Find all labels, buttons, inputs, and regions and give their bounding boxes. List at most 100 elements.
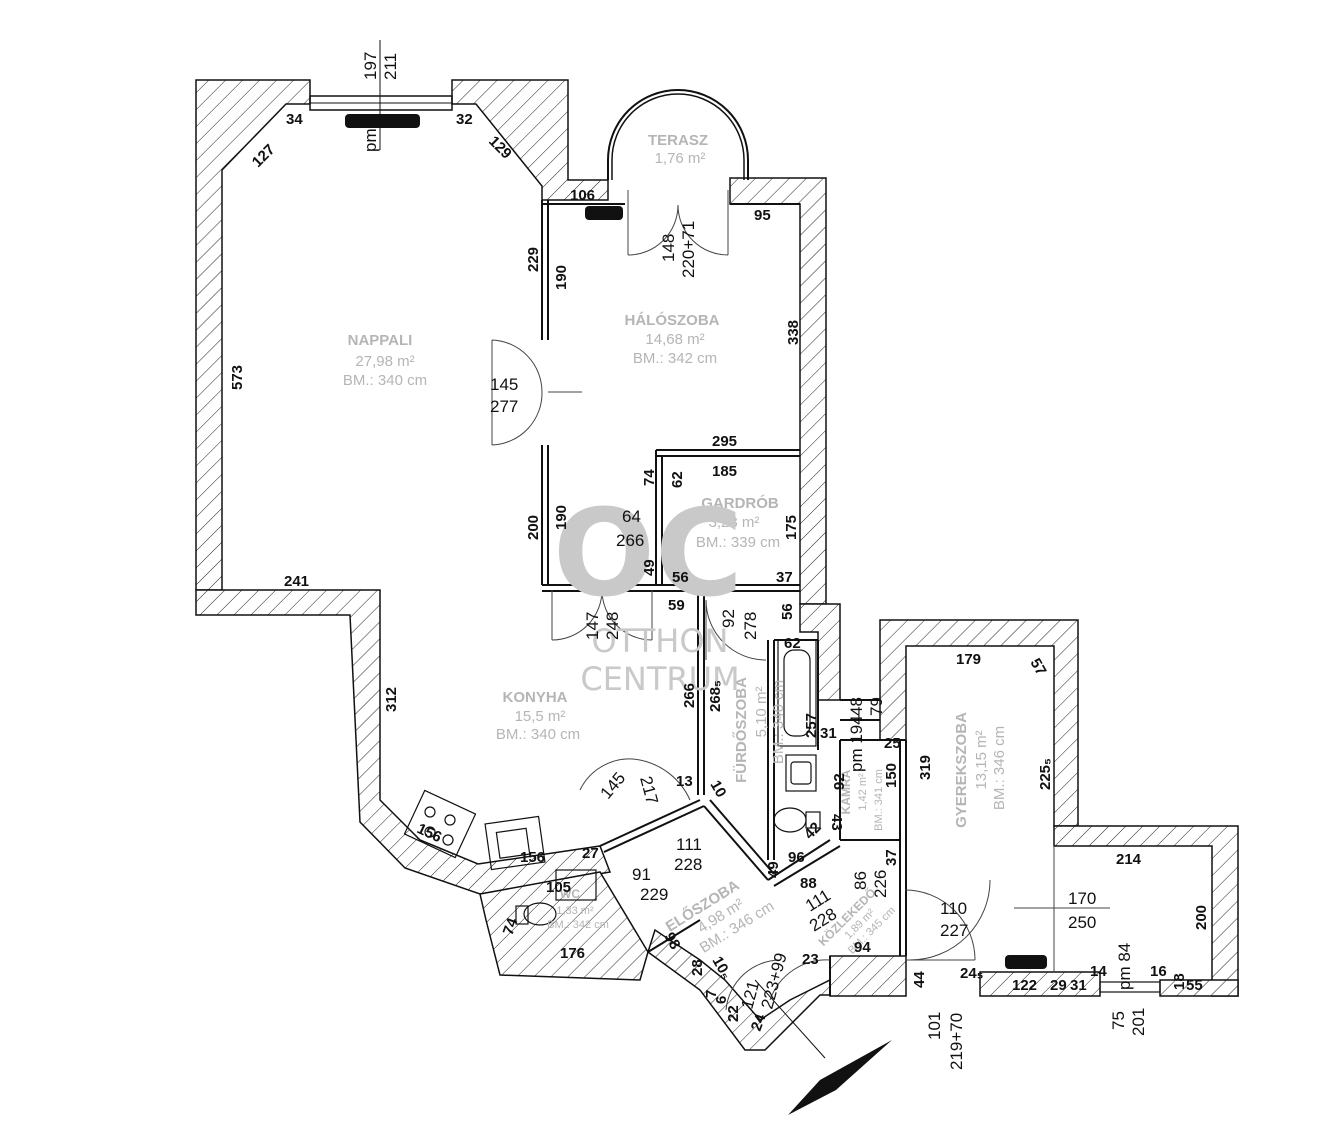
dim-label: 201 xyxy=(1129,1008,1148,1036)
dim-label: 57 xyxy=(1027,656,1050,679)
dim-label: 127 xyxy=(249,141,279,171)
dim-label: 79 xyxy=(867,697,886,716)
dim-label: 211 xyxy=(381,53,400,80)
dim-label: 37 xyxy=(883,849,900,866)
dim-label: 217 xyxy=(636,774,662,806)
room-gardrob: GARDRÓB 3,23 m² BM.: 339 cm xyxy=(696,494,780,551)
room-area: 1,76 m² xyxy=(655,150,706,167)
dim-label: 88 xyxy=(800,875,817,892)
dim-label: 145 xyxy=(597,769,630,803)
dim-label: 44 xyxy=(911,971,928,988)
sink-icon xyxy=(484,815,546,871)
dim-label: 24 xyxy=(748,1011,770,1033)
dim-label: 145 xyxy=(490,375,518,394)
room-furdoszoba: FÜRDŐSZOBA 5,10 m² BM.: 340 cm xyxy=(732,677,787,783)
dim-label: 92 xyxy=(719,609,738,628)
dim-label: 248 xyxy=(603,612,622,640)
dim-label: 229 xyxy=(640,885,668,904)
dim-label: 150 xyxy=(883,763,900,788)
doors xyxy=(491,190,1110,1011)
room-area: 1,42 m² xyxy=(857,773,869,811)
dim-label: 257 xyxy=(803,713,820,738)
watermark-line1: OTTHON xyxy=(592,622,729,660)
dim-label: 13 xyxy=(676,773,693,790)
dim-label: 295 xyxy=(712,433,737,450)
room-height: BM.: 342 cm xyxy=(547,919,609,931)
dim-label: 214 xyxy=(1116,851,1142,868)
toilet-icon xyxy=(773,807,807,833)
dim-label: 22 xyxy=(725,1005,742,1022)
room-konyha: KONYHA 15,5 m² BM.: 340 cm xyxy=(496,689,580,743)
dim-label: 48 xyxy=(847,697,866,716)
dim-label: 43 xyxy=(828,814,845,831)
dim-label: 220+71 xyxy=(679,221,698,278)
wall-kids-right xyxy=(1053,825,1239,997)
radiators xyxy=(345,114,1047,969)
dim-label: 31 xyxy=(1070,977,1087,994)
radiator-icon xyxy=(585,206,623,220)
dim-label: 190 xyxy=(553,265,570,290)
room-haloszoba: HÁLÓSZOBA 14,68 m² BM.: 342 cm xyxy=(625,311,720,367)
dim-label: 49 xyxy=(641,559,658,576)
dim-label: 266 xyxy=(616,531,644,550)
dim-label: 105 xyxy=(546,879,571,896)
room-area: 13,15 m² xyxy=(973,730,990,789)
dim-label: 29 xyxy=(1050,977,1067,994)
dim-label: pm 194 xyxy=(847,715,866,772)
dim-label: 62 xyxy=(784,635,801,652)
dim-label: 101 xyxy=(925,1012,944,1040)
stove-icon xyxy=(403,789,477,859)
room-height: BM.: 341 cm xyxy=(873,769,885,831)
north-arrow-icon xyxy=(754,979,892,1115)
dim-label: 31 xyxy=(820,725,837,742)
dim-label: 268₅ xyxy=(707,680,724,712)
wall-bottom-strip xyxy=(829,955,907,997)
dim-label: 34 xyxy=(286,111,303,128)
room-name: KONYHA xyxy=(502,689,567,706)
room-height: BM.: 346 cm xyxy=(991,726,1008,810)
dim-label: 59 xyxy=(668,597,685,614)
wall-wc-left xyxy=(479,871,649,981)
dim-label: pm 8 xyxy=(361,114,380,152)
dim-label: 28 xyxy=(689,959,706,976)
wall-living-top-right xyxy=(451,79,609,201)
dim-label: 573 xyxy=(229,365,246,390)
dim-label: 74 xyxy=(641,469,658,486)
radiator-icon xyxy=(345,114,420,128)
wall-bottom-strip-2 xyxy=(979,971,1101,997)
dim-label: 122 xyxy=(1012,977,1037,994)
watermark-line2: CENTRUM xyxy=(580,660,739,698)
dim-label: 200 xyxy=(525,515,542,540)
room-name: KAMRA xyxy=(839,769,853,814)
dim-label: 55 xyxy=(1186,977,1203,994)
dim-label: 6 xyxy=(713,996,730,1004)
dim-label: 106 xyxy=(570,187,595,204)
dim-label: 91 xyxy=(632,865,651,884)
dim-label: 75 xyxy=(1109,1011,1128,1030)
room-height: BM.: 342 cm xyxy=(633,350,717,367)
dim-label: 338 xyxy=(785,320,802,345)
room-name: HÁLÓSZOBA xyxy=(625,311,720,329)
room-name: FÜRDŐSZOBA xyxy=(732,677,750,783)
room-area: 27,98 m² xyxy=(355,353,414,370)
dimension-labels: 197 211 pm 8 34 32 127 129 106 95 148 22… xyxy=(229,52,1210,1070)
watermark: OC OTTHON CENTRUM xyxy=(553,485,743,698)
dim-label: 56 xyxy=(779,603,796,620)
dim-label: 241 xyxy=(284,573,309,590)
room-name: GYEREKSZOBA xyxy=(953,712,970,828)
dim-label: 94 xyxy=(854,939,871,956)
top-window xyxy=(309,40,1161,993)
dim-label: 16 xyxy=(1150,963,1167,980)
dim-label: 18 xyxy=(1171,973,1188,990)
fixtures xyxy=(403,639,821,926)
room-height: BM.: 340 cm xyxy=(770,680,787,764)
room-area: 14,68 m² xyxy=(645,331,704,348)
room-area: 15,5 m² xyxy=(515,708,566,725)
dim-label: 225₅ xyxy=(1037,758,1054,790)
room-kamra: KAMRA 1,42 m² BM.: 341 cm xyxy=(839,769,885,831)
dim-label: 86 xyxy=(851,871,870,890)
dim-label: pm 84 xyxy=(1115,943,1134,990)
room-name: TERASZ xyxy=(648,132,708,149)
partitions xyxy=(541,200,907,996)
